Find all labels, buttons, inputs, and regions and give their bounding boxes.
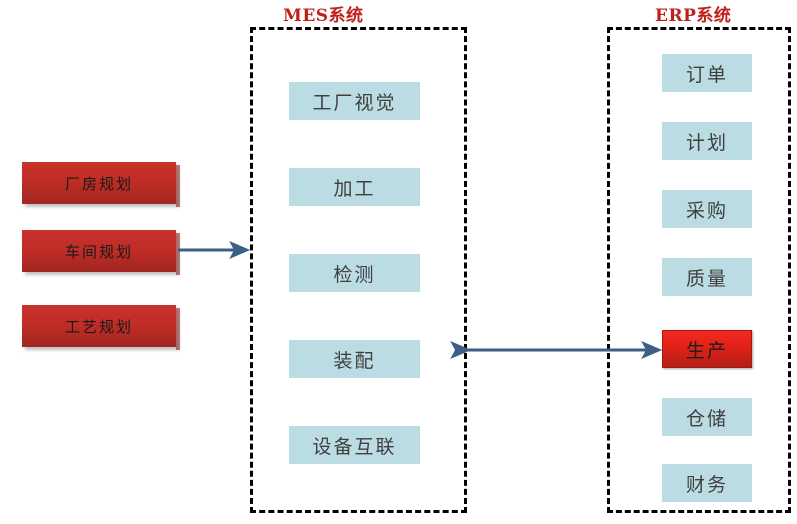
erp-cell-label: 订单 (685, 63, 728, 86)
mes-cell-equipment-network[interactable]: 设备互联 (289, 426, 420, 464)
erp-cell-label: 生产 (685, 339, 728, 362)
erp-cell-production[interactable]: 生产 (662, 330, 752, 368)
erp-cell-label: 计划 (685, 131, 728, 154)
erp-cell-warehouse[interactable]: 仓储 (662, 398, 752, 436)
mes-cell-label: 加工 (333, 177, 376, 200)
planning-box-process[interactable]: 工艺规划 (22, 305, 180, 350)
planning-box-label: 工艺规划 (64, 317, 133, 336)
planning-box-label: 厂房规划 (64, 174, 133, 193)
mes-cell-machining[interactable]: 加工 (289, 168, 420, 206)
erp-cell-quality[interactable]: 质量 (662, 258, 752, 296)
erp-cell-finance[interactable]: 财务 (662, 464, 752, 502)
erp-group-title: ERP系统 (655, 6, 732, 26)
planning-to-mes-arrow (178, 241, 251, 259)
mes-to-erp-arrow (450, 341, 663, 359)
erp-cell-plan[interactable]: 计划 (662, 122, 752, 160)
mes-cell-factory-vision[interactable]: 工厂视觉 (289, 82, 420, 120)
mes-cell-label: 检测 (333, 263, 376, 286)
mes-cell-label: 设备互联 (312, 435, 397, 458)
mes-cell-assembly[interactable]: 装配 (289, 340, 420, 378)
mes-system-container (250, 27, 467, 513)
mes-group-title: MES系统 (283, 6, 364, 26)
mes-cell-label: 装配 (333, 349, 376, 372)
erp-cell-order[interactable]: 订单 (662, 54, 752, 92)
mes-cell-label: 工厂视觉 (312, 91, 397, 114)
mes-cell-inspection[interactable]: 检测 (289, 254, 420, 292)
erp-cell-purchasing[interactable]: 采购 (662, 190, 752, 228)
erp-cell-label: 采购 (685, 199, 728, 222)
erp-cell-label: 仓储 (685, 407, 728, 430)
planning-box-workshop[interactable]: 车间规划 (22, 230, 180, 275)
planning-box-factory[interactable]: 厂房规划 (22, 162, 180, 207)
erp-cell-label: 财务 (685, 473, 728, 496)
planning-box-label: 车间规划 (64, 242, 133, 261)
erp-cell-label: 质量 (685, 267, 728, 290)
erp-system-container (607, 27, 791, 513)
